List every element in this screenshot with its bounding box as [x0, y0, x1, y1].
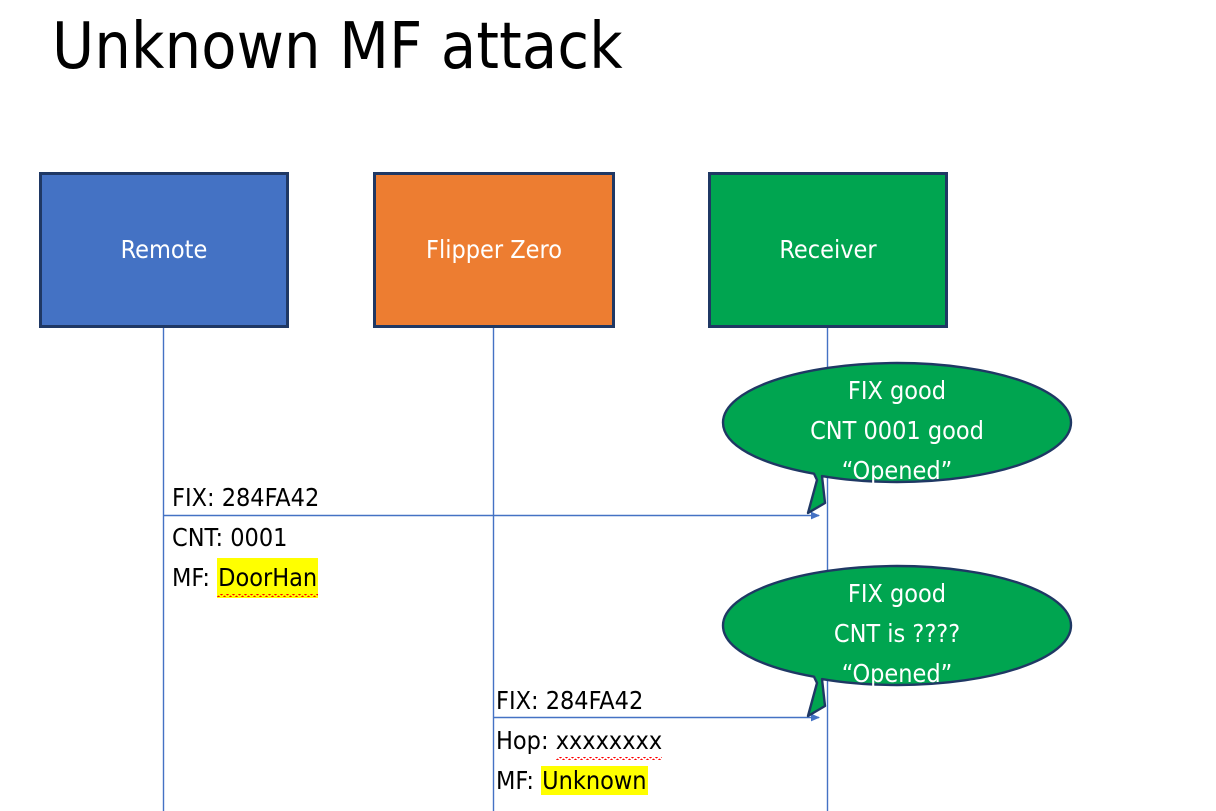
- message-2-mf-value: Unknown: [541, 766, 648, 795]
- callout-bubble-2[interactable]: FIX good CNT is ???? “Opened”: [721, 564, 1073, 718]
- message-1-mf-value: DoorHan: [217, 558, 319, 598]
- message-2-fix: FIX: 284FA42: [496, 686, 644, 715]
- message-2-label-above: FIX: 284FA42: [496, 681, 643, 721]
- message-2-label-below: Hop: xxxxxxxx MF: Unknown: [496, 721, 663, 801]
- actor-label-flipper-zero: Flipper Zero: [426, 235, 562, 264]
- message-1-cnt-prefix: CNT:: [172, 523, 231, 552]
- message-1-cnt-value: 0001: [230, 523, 288, 552]
- callout-bubble-1[interactable]: FIX good CNT 0001 good “Opened”: [721, 361, 1073, 515]
- message-1-mf-prefix: MF:: [172, 563, 218, 592]
- actor-box-flipper-zero[interactable]: Flipper Zero: [373, 172, 615, 328]
- callout-bubble-2-shape: [721, 564, 1073, 718]
- message-1-label-below: CNT: 0001 MF: DoorHan: [172, 518, 319, 598]
- message-2-mf-line: MF: Unknown: [496, 761, 662, 801]
- actor-box-remote[interactable]: Remote: [39, 172, 289, 328]
- message-2-mf-prefix: MF:: [496, 766, 542, 795]
- actor-label-receiver: Receiver: [779, 235, 877, 264]
- message-1-mf-line: MF: DoorHan: [172, 558, 319, 598]
- actor-box-receiver[interactable]: Receiver: [708, 172, 948, 328]
- callout-bubble-1-shape: [721, 361, 1073, 515]
- page-title: Unknown MF attack: [52, 10, 623, 84]
- message-2-hop-line: Hop: xxxxxxxx: [496, 721, 663, 761]
- actor-label-remote: Remote: [120, 235, 208, 264]
- message-1-fix: FIX: 284FA42: [172, 483, 320, 512]
- message-2-hop-value: xxxxxxxx: [555, 721, 663, 761]
- message-2-hop-prefix: Hop:: [496, 726, 556, 755]
- message-1-cnt-line: CNT: 0001: [172, 518, 318, 558]
- message-1-label-above: FIX: 284FA42: [172, 478, 319, 518]
